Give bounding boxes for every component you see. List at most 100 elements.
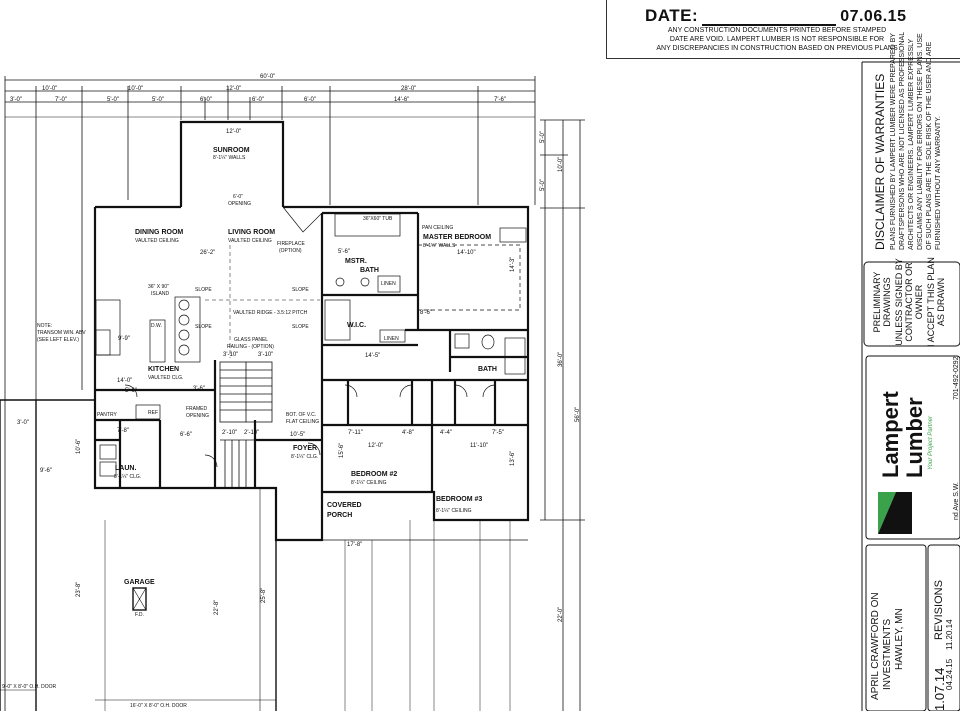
note-sunroom-opening: OPENING — [228, 201, 251, 207]
dim-top: 6'-0" — [200, 97, 212, 103]
note-transom-sub2: (SEE LEFT ELEV.) — [37, 337, 79, 343]
note-bot-vc: BOT. OF V.C. — [286, 412, 316, 418]
dim-top: 10'-0" — [42, 86, 57, 92]
dim-right: 13'-6" — [510, 451, 516, 466]
note-linen: LINEN — [381, 281, 396, 287]
dim-interior: 14'-0" — [117, 378, 132, 384]
dim-top: 6'-0" — [304, 97, 316, 103]
room-label: BATH — [478, 366, 497, 373]
void-notice-line: ANY DISCREPANCIES IN CONSTRUCTION BASED … — [656, 45, 898, 52]
dim-interior: 3'-6" — [193, 386, 205, 392]
note-glass-panel: GLASS PANEL — [234, 337, 268, 343]
note-flat-ceiling: FLAT CEILING — [286, 419, 319, 425]
dim-top: 5'-0" — [152, 97, 164, 103]
room-label: COVERED — [327, 502, 362, 509]
room-sublabel: VAULTED CEILING — [228, 238, 272, 244]
room-label: MASTER BEDROOM — [423, 234, 491, 241]
dim-right: 56'-0" — [575, 407, 581, 422]
dim-interior: 5'-6" — [338, 249, 350, 255]
dim-top: 28'-0" — [401, 86, 416, 92]
room-label: PANTRY — [97, 412, 117, 418]
dim-interior: 23'-8" — [76, 582, 82, 597]
dim-right: 5'-0" — [540, 131, 546, 143]
dim-interior: 2'-10" — [222, 430, 237, 436]
dim-interior: 17'-8" — [347, 542, 362, 548]
dim-interior: 3'-10" — [258, 352, 273, 358]
note-tub: 36"X60" TUB — [363, 216, 393, 222]
dim-interior: 10'-5" — [290, 432, 305, 438]
note-oh-door: 9'-0" X 8'-0" O.H. DOOR — [2, 684, 56, 690]
dim-interior: 9'-9" — [118, 336, 130, 342]
dim-interior: 6'-6" — [180, 432, 192, 438]
dim-interior: 11'-10" — [470, 443, 488, 449]
dim-interior: 14'-10" — [457, 250, 476, 256]
dim-interior: 7'-11" — [348, 430, 363, 436]
room-sublabel: 8'-1¼" WALLS — [213, 155, 246, 161]
dim-interior: 8'-6" — [420, 310, 432, 316]
room-label: FOYER — [293, 445, 317, 452]
date-underline — [702, 10, 837, 26]
dim-interior: 4'-8" — [402, 430, 414, 436]
dim-top: 10'-0" — [128, 86, 143, 92]
room-sublabel: BATH — [360, 267, 379, 274]
dim-interior: 3'-10" — [223, 352, 238, 358]
note-ref: REF — [148, 410, 158, 416]
dim-top: 3'-0" — [10, 97, 22, 103]
dim-right: 36'-0" — [558, 352, 564, 367]
dim-interior: 25'-8" — [261, 588, 267, 603]
dim-interior: 7'-8" — [117, 428, 129, 434]
note-fireplace: FIREPLACE — [277, 241, 305, 247]
note-pan-ceiling: PAN CEILING — [422, 225, 453, 231]
note-floor-drain: F.D. — [135, 612, 144, 618]
dim-interior: 4'-4" — [440, 430, 452, 436]
note-fireplace-option: (OPTION) — [279, 248, 302, 254]
note-oh-door: 16'-0" X 8'-0" O.H. DOOR — [130, 703, 187, 709]
dim-right: 22'-0" — [558, 607, 564, 622]
note-slope: SLOPE — [195, 324, 212, 330]
dim-interior: 3'-0" — [17, 420, 29, 426]
void-notice-line: ANY CONSTRUCTION DOCUMENTS PRINTED BEFOR… — [667, 27, 887, 34]
dim-top: 7'-0" — [55, 97, 67, 103]
dim-interior: 7'-5" — [492, 430, 504, 436]
dim-top: 14'-6" — [394, 97, 409, 103]
date-value: 07.06.15 — [840, 8, 907, 25]
dim-interior: 26'-2" — [200, 250, 215, 256]
room-label: GARAGE — [124, 579, 155, 586]
note-slope: SLOPE — [292, 324, 309, 330]
dim-interior: 22'-8" — [214, 600, 220, 615]
room-sublabel: VAULTED CEILING — [135, 238, 179, 244]
room-label: KITCHEN — [148, 366, 179, 373]
note-vaulted-ridge: VAULTED RIDGE - 3.5:12 PITCH — [233, 310, 308, 316]
dim-interior: 2'-10" — [244, 430, 259, 436]
room-sublabel: 8'-1¼" CLG. — [114, 474, 141, 480]
note-island: 36" X 90" — [148, 284, 169, 290]
room-label: W.I.C. — [347, 322, 366, 329]
room-label: SUNROOM — [213, 147, 250, 154]
dim-top: 5'-0" — [107, 97, 119, 103]
dim-right: 10'-0" — [558, 157, 564, 172]
dim-top: 12'-0" — [226, 86, 241, 92]
room-sublabel: 8'-1¼" CEILING — [436, 508, 472, 514]
dim-interior: 12'-0" — [368, 443, 383, 449]
note-linen: LINEN — [384, 336, 399, 342]
dim-sunroom-width: 12'-0" — [226, 129, 241, 135]
note-dw: D.W. — [151, 323, 162, 329]
dim-right: 14'-3" — [510, 257, 516, 272]
note-transom: NOTE: — [37, 323, 52, 329]
room-label: MSTR. — [345, 258, 367, 265]
dim-top: 7'-6" — [494, 97, 506, 103]
date-stamp-box: DATE:07.06.15 ANY CONSTRUCTION DOCUMENTS… — [606, 0, 960, 59]
note-opening: OPENING — [186, 413, 209, 419]
note-railing: RAILING - (OPTION) — [227, 344, 274, 350]
dim-interior: 10'-6" — [76, 439, 82, 454]
date-row: DATE:07.06.15 — [645, 6, 906, 26]
room-label: LIVING ROOM — [228, 229, 275, 236]
room-sublabel: PORCH — [327, 512, 352, 519]
dim-right: 15'-6" — [339, 443, 345, 458]
room-label: BEDROOM #2 — [351, 471, 397, 478]
void-notice-line: DATE ARE VOID. LAMPERT LUMBER IS NOT RES… — [669, 36, 885, 43]
void-notice: ANY CONSTRUCTION DOCUMENTS PRINTED BEFOR… — [627, 26, 927, 53]
note-framed: FRAMED — [186, 406, 208, 412]
dim-interior: 5'-6" — [125, 388, 137, 394]
